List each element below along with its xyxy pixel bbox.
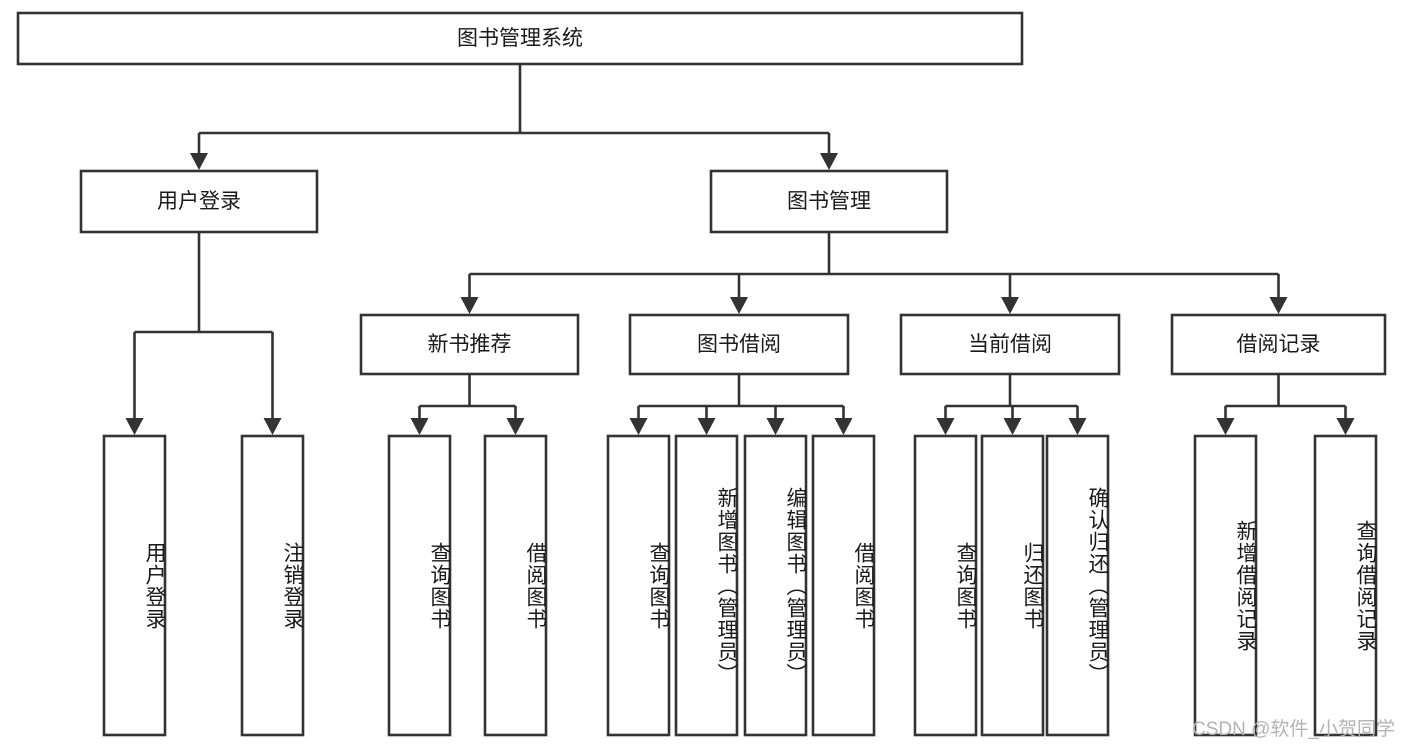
arrow-head [834,418,853,435]
leaf-box-leaf-query-book-recommend[interactable] [387,434,452,737]
arrow-head [410,418,429,435]
arrow-head [1001,297,1019,314]
node-box-book-borrow[interactable] [628,313,850,376]
node-label-borrow-record: 借阅记录 [1237,333,1321,356]
arrow-head [460,297,479,314]
leaf-box-leaf-borrow-book[interactable] [811,434,876,737]
leaf-box-leaf-add-book-admin[interactable] [674,434,739,737]
arrow-head [190,153,208,170]
arrow-head [820,153,838,170]
node-box-user-login[interactable] [79,169,319,234]
arrow-head [629,418,648,435]
leaf-box-leaf-confirm-return-admin[interactable] [1045,434,1110,737]
node-box-book-management[interactable] [709,169,949,234]
leaf-box-leaf-query-book-current[interactable] [913,434,978,737]
arrow-head [1003,418,1022,435]
node-box-root[interactable] [16,11,1024,66]
boxes-layer [16,11,1387,737]
node-label-book-management: 图书管理 [787,190,871,213]
arrow-head [506,418,525,435]
leaf-box-leaf-user-logout[interactable] [240,434,305,737]
node-label-current-borrow: 当前借阅 [968,333,1052,356]
node-label-new-book-recommend: 新书推荐 [428,333,512,356]
leaf-box-leaf-return-book[interactable] [980,434,1045,737]
arrow-head [697,418,716,435]
arrow-head [1216,418,1235,435]
arrow-head [730,297,748,314]
node-box-new-book-recommend[interactable] [359,313,580,376]
arrow-head [1336,418,1355,435]
leaf-box-leaf-borrow-book-recommend[interactable] [483,434,548,737]
connectors-layer [125,64,1355,435]
leaf-box-leaf-user-login[interactable] [102,434,167,737]
leaf-box-leaf-add-borrow-record[interactable] [1193,434,1258,737]
node-box-current-borrow[interactable] [899,313,1121,376]
leaf-box-leaf-query-borrow-record[interactable] [1313,434,1378,737]
arrow-head [1068,418,1087,435]
leaf-box-leaf-query-book-borrow[interactable] [606,434,671,737]
leaf-box-leaf-edit-book-admin[interactable] [743,434,808,737]
csdn-watermark: CSDN @软件_小贺同学 [1192,719,1395,740]
arrow-head [125,418,144,435]
arrow-head [263,418,282,435]
arrow-head [936,418,955,435]
node-label-root: 图书管理系统 [457,27,583,50]
node-label-user-login: 用户登录 [157,190,241,213]
node-box-borrow-record[interactable] [1170,313,1387,376]
arrow-head [766,418,785,435]
arrow-head [1269,297,1288,314]
node-label-book-borrow: 图书借阅 [697,333,781,356]
